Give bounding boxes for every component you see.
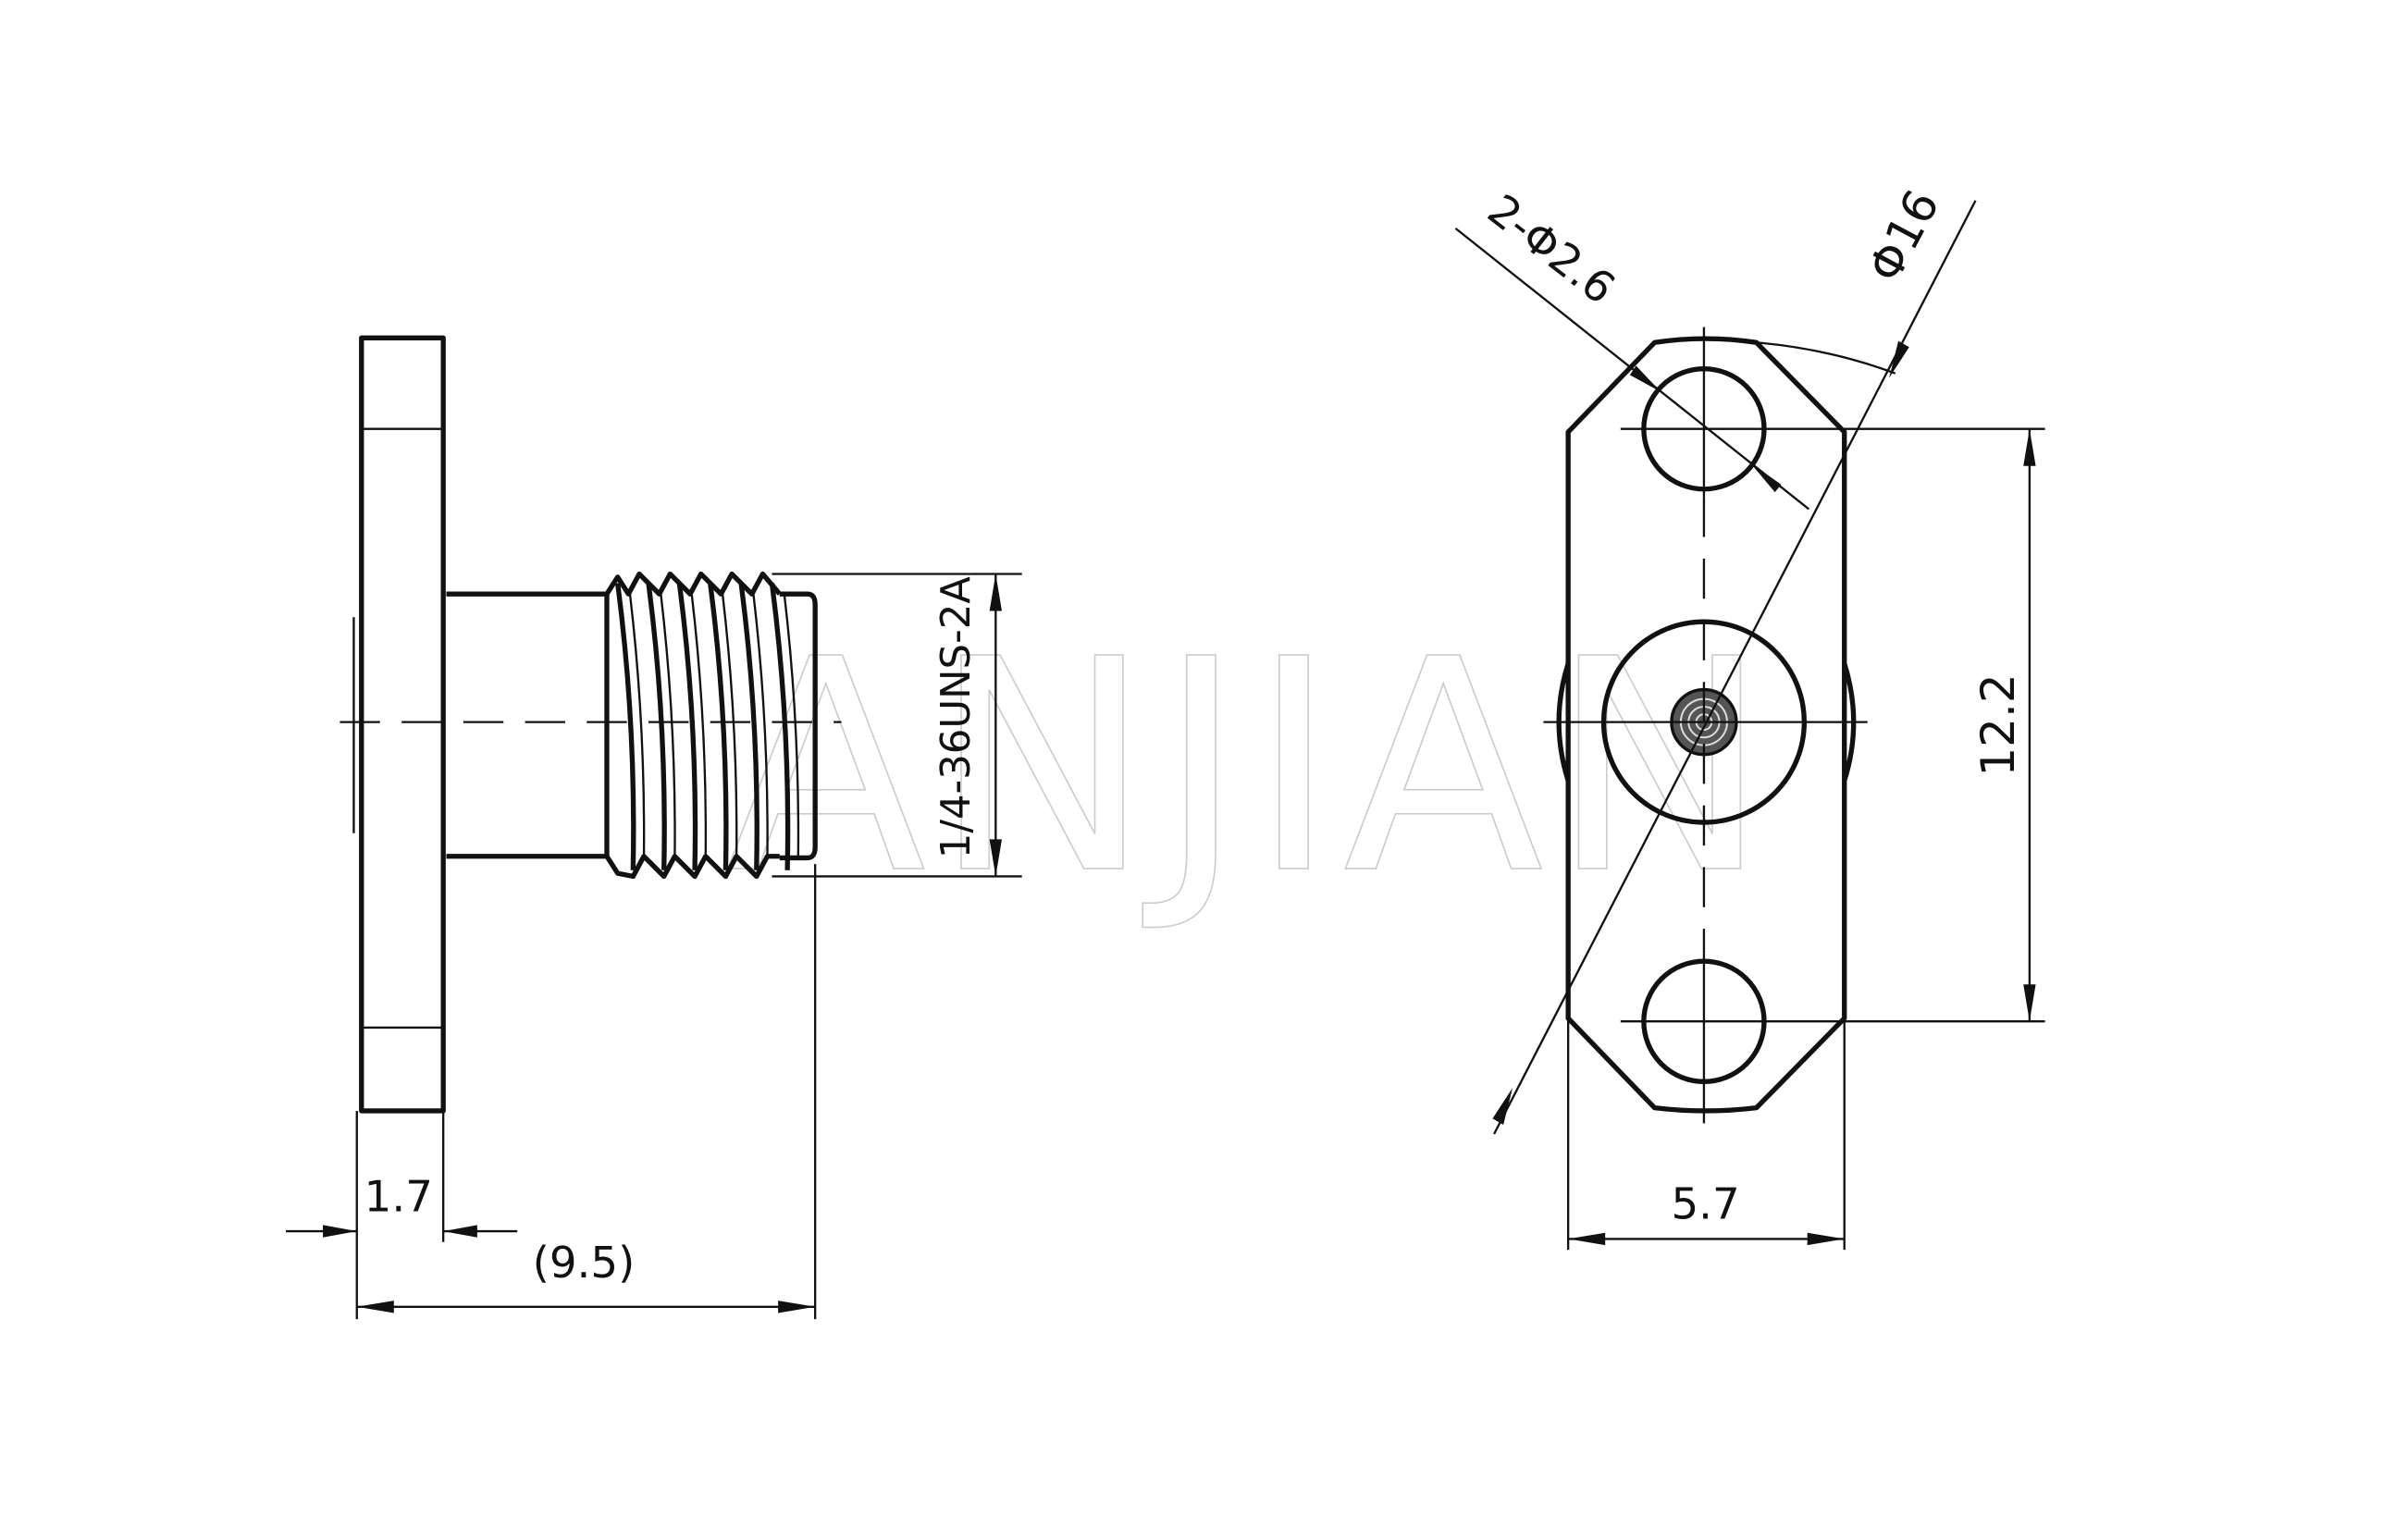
hole-callout-label: 2-Φ2.6 xyxy=(1478,185,1624,314)
flange-outline xyxy=(1565,336,1847,1114)
thread-nose xyxy=(779,591,818,861)
arrowheads xyxy=(1629,365,1782,493)
thread-crest-line xyxy=(738,583,759,870)
watermark: ANJIAN xyxy=(725,597,1775,938)
leader-line xyxy=(1454,227,1810,511)
thread-root-line xyxy=(721,594,738,858)
thread-crest-line xyxy=(708,583,729,870)
thread-root-line xyxy=(690,594,708,858)
thread-root-line xyxy=(628,594,646,858)
thread-root-line xyxy=(660,594,676,858)
thread-crest-line xyxy=(769,583,791,870)
thread-crest-line xyxy=(615,583,636,870)
side-view: 1/4-36UNS-2A 1.7 (9.5) xyxy=(286,335,1022,1320)
thread-label: 1/4-36UNS-2A xyxy=(933,576,980,859)
thread-crest-line xyxy=(676,583,698,870)
overall-length-label: (9.5) xyxy=(533,1239,636,1289)
thread-section xyxy=(604,571,800,880)
shaft-body xyxy=(446,591,607,859)
hole-spacing-label: 12.2 xyxy=(1971,673,2025,776)
thread-root-line xyxy=(752,594,769,858)
flange-outline xyxy=(359,335,446,1114)
flange-diameter-label: Φ16 xyxy=(1858,181,1950,290)
thread-crest-line xyxy=(646,583,667,870)
arrowheads xyxy=(989,573,1002,877)
flange-width-label: 5.7 xyxy=(1671,1180,1739,1230)
flange-circle-arc xyxy=(1756,341,1896,375)
thread-root-line xyxy=(783,594,800,858)
arrowheads xyxy=(323,1225,477,1238)
flange-thickness-label: 1.7 xyxy=(364,1172,433,1222)
